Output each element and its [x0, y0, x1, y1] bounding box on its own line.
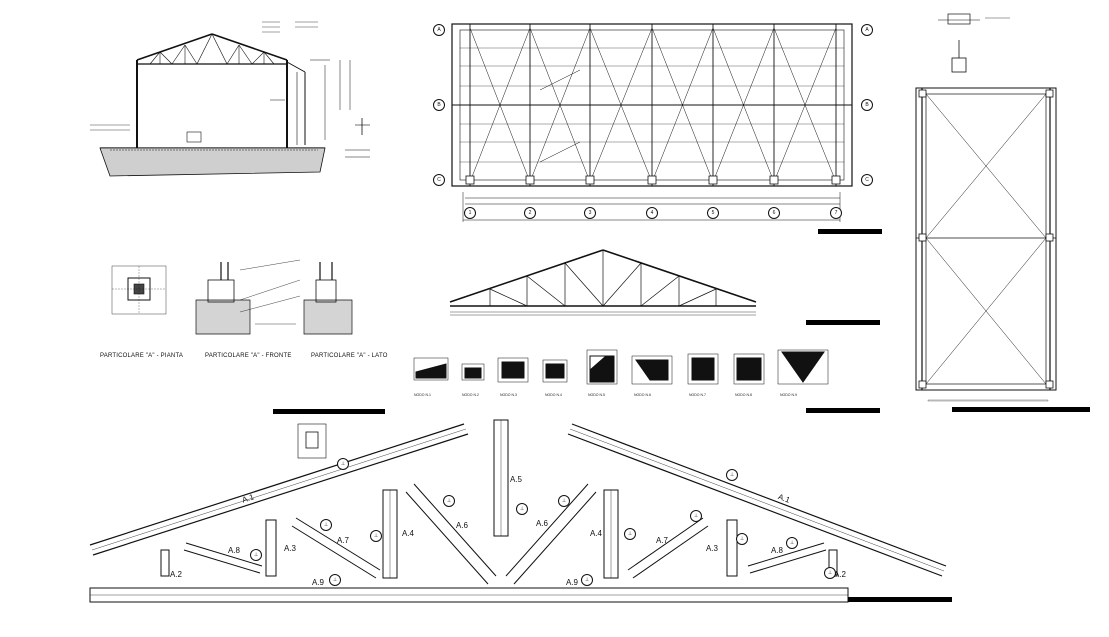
node-label-1: NODO N.1 [414, 393, 431, 397]
grid-bubble-a-right: A [861, 24, 873, 36]
member-label-a6-right: A.6 [536, 519, 549, 528]
caption-detail-front: PARTICOLARE "A" - FRONTE [205, 353, 292, 359]
grid-bubble-4: 4 [646, 207, 658, 219]
section-marker-6: ⊥ [370, 530, 382, 542]
section-marker-12: ⊥ [736, 533, 748, 545]
member-a9-bottom-chord [89, 587, 849, 603]
node-label-4: NODO N.4 [545, 393, 562, 397]
node-label-3: NODO N.3 [500, 393, 517, 397]
grid-bubble-6: 6 [768, 207, 780, 219]
building-cross-section [90, 21, 370, 177]
node-label-9: NODO N.9 [780, 393, 797, 397]
section-marker-5: ⊥ [558, 495, 570, 507]
section-marker-3: ⊥ [516, 503, 528, 515]
member-label-a7-left: A.7 [337, 536, 350, 545]
title-bar-members [848, 597, 952, 602]
truss-member-breakdown [89, 419, 947, 603]
title-bar-bracing [952, 407, 1090, 412]
member-label-a7-right: A.7 [656, 536, 669, 545]
node-detail-sketches [413, 349, 829, 385]
title-bar-details [273, 409, 385, 414]
node-label-2: NODO N.2 [462, 393, 479, 397]
member-a1-right [567, 423, 947, 577]
member-label-a9-right: A.9 [566, 578, 579, 587]
section-marker-1: ⊥ [337, 458, 349, 470]
node-label-8: NODO N.8 [735, 393, 752, 397]
section-marker-13: ⊥ [824, 567, 836, 579]
member-label-a8-left: A.8 [228, 546, 241, 555]
caption-detail-plan: PARTICOLARE "A" - PIANTA [100, 353, 184, 359]
roof-framing-plan [451, 23, 853, 222]
member-label-a2-right: A.2 [834, 570, 847, 579]
grid-bubble-7: 7 [830, 207, 842, 219]
member-label-a6: A.6 [456, 521, 469, 530]
member-label-a5: A.5 [510, 475, 523, 484]
member-label-a4-right: A.4 [590, 529, 603, 538]
wall-bracing-elevation [915, 13, 1057, 402]
grid-bubble-a-left: A [433, 24, 445, 36]
title-bar-truss [806, 320, 880, 325]
node-label-5: NODO N.5 [588, 393, 605, 397]
title-bar-roof-plan [818, 229, 882, 234]
grid-bubble-c-left: C [433, 174, 445, 186]
grid-bubble-3: 3 [584, 207, 596, 219]
section-marker-10: ⊥ [250, 549, 262, 561]
roof-truss-elevation [449, 249, 757, 316]
section-marker-4: ⊥ [443, 495, 455, 507]
member-a1-left [89, 423, 469, 556]
section-marker-14: ⊥ [329, 574, 341, 586]
member-label-a9-left: A.9 [312, 578, 325, 587]
section-marker-9: ⊥ [690, 510, 702, 522]
section-marker-8: ⊥ [320, 519, 332, 531]
node-label-6: NODO N.6 [634, 393, 651, 397]
grid-bubble-b-right: B [861, 99, 873, 111]
member-label-a3-right: A.3 [706, 544, 719, 553]
section-marker-7: ⊥ [624, 528, 636, 540]
caption-detail-side: PARTICOLARE "A" - LATO [311, 353, 388, 359]
grid-bubble-b-left: B [433, 99, 445, 111]
grid-bubble-2: 2 [524, 207, 536, 219]
member-label-a8-right: A.8 [771, 546, 784, 555]
grid-bubble-1: 1 [464, 207, 476, 219]
section-marker-15: ⊥ [581, 574, 593, 586]
title-bar-nodes [806, 408, 880, 413]
grid-bubble-5: 5 [707, 207, 719, 219]
detail-a-drawings [111, 259, 353, 335]
member-label-a4-left: A.4 [402, 529, 415, 538]
grid-bubble-c-right: C [861, 174, 873, 186]
member-label-a2-left: A.2 [170, 570, 183, 579]
section-marker-11: ⊥ [786, 537, 798, 549]
node-label-7: NODO N.7 [689, 393, 706, 397]
member-label-a3-left: A.3 [284, 544, 297, 553]
section-marker-2: ⊥ [726, 469, 738, 481]
